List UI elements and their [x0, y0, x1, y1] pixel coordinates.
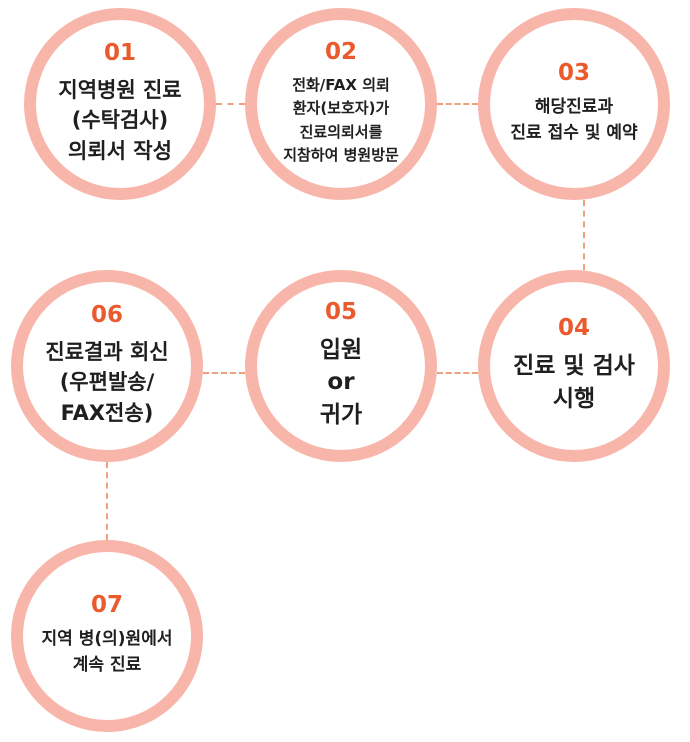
connector-02-03: [437, 103, 478, 105]
connector-03-04: [583, 200, 585, 270]
connector-05-06: [203, 372, 245, 374]
step-title: 입원 or 귀가: [319, 337, 363, 428]
step-title: 지역 병(의)원에서 계속 진료: [41, 629, 173, 675]
connector-01-02: [216, 103, 245, 105]
step-title: 진료 및 검사 시행: [513, 353, 635, 412]
step-number: 02: [324, 39, 357, 65]
connector-04-05: [437, 372, 478, 374]
step-02-circle: 02 전화/FAX 의뢰 환자(보호자)가 진료의뢰서를 지참하여 병원방문: [245, 8, 437, 200]
step-number: 03: [557, 60, 590, 86]
step-title: 진료결과 회신 (우편발송/ FAX전송): [45, 339, 169, 425]
step-05-circle: 05 입원 or 귀가: [245, 270, 437, 462]
step-title: 전화/FAX 의뢰 환자(보호자)가 진료의뢰서를 지참하여 병원방문: [283, 76, 399, 164]
step-03-circle: 03 해당진료과 진료 접수 및 예약: [478, 8, 670, 200]
step-number: 05: [324, 299, 357, 326]
step-title: 해당진료과 진료 접수 및 예약: [510, 97, 638, 143]
step-title: 지역병원 진료 (수탁검사) 의뢰서 작성: [58, 77, 182, 163]
step-number: 07: [90, 592, 123, 618]
step-04-circle: 04 진료 및 검사 시행: [478, 270, 670, 462]
step-07-circle: 07 지역 병(의)원에서 계속 진료: [11, 540, 203, 732]
connector-06-07: [106, 462, 108, 540]
step-01-circle: 01 지역병원 진료 (수탁검사) 의뢰서 작성: [24, 8, 216, 200]
step-number: 04: [557, 315, 590, 342]
step-06-circle: 06 진료결과 회신 (우편발송/ FAX전송): [11, 270, 203, 462]
step-number: 01: [103, 39, 136, 66]
step-number: 06: [90, 301, 123, 328]
